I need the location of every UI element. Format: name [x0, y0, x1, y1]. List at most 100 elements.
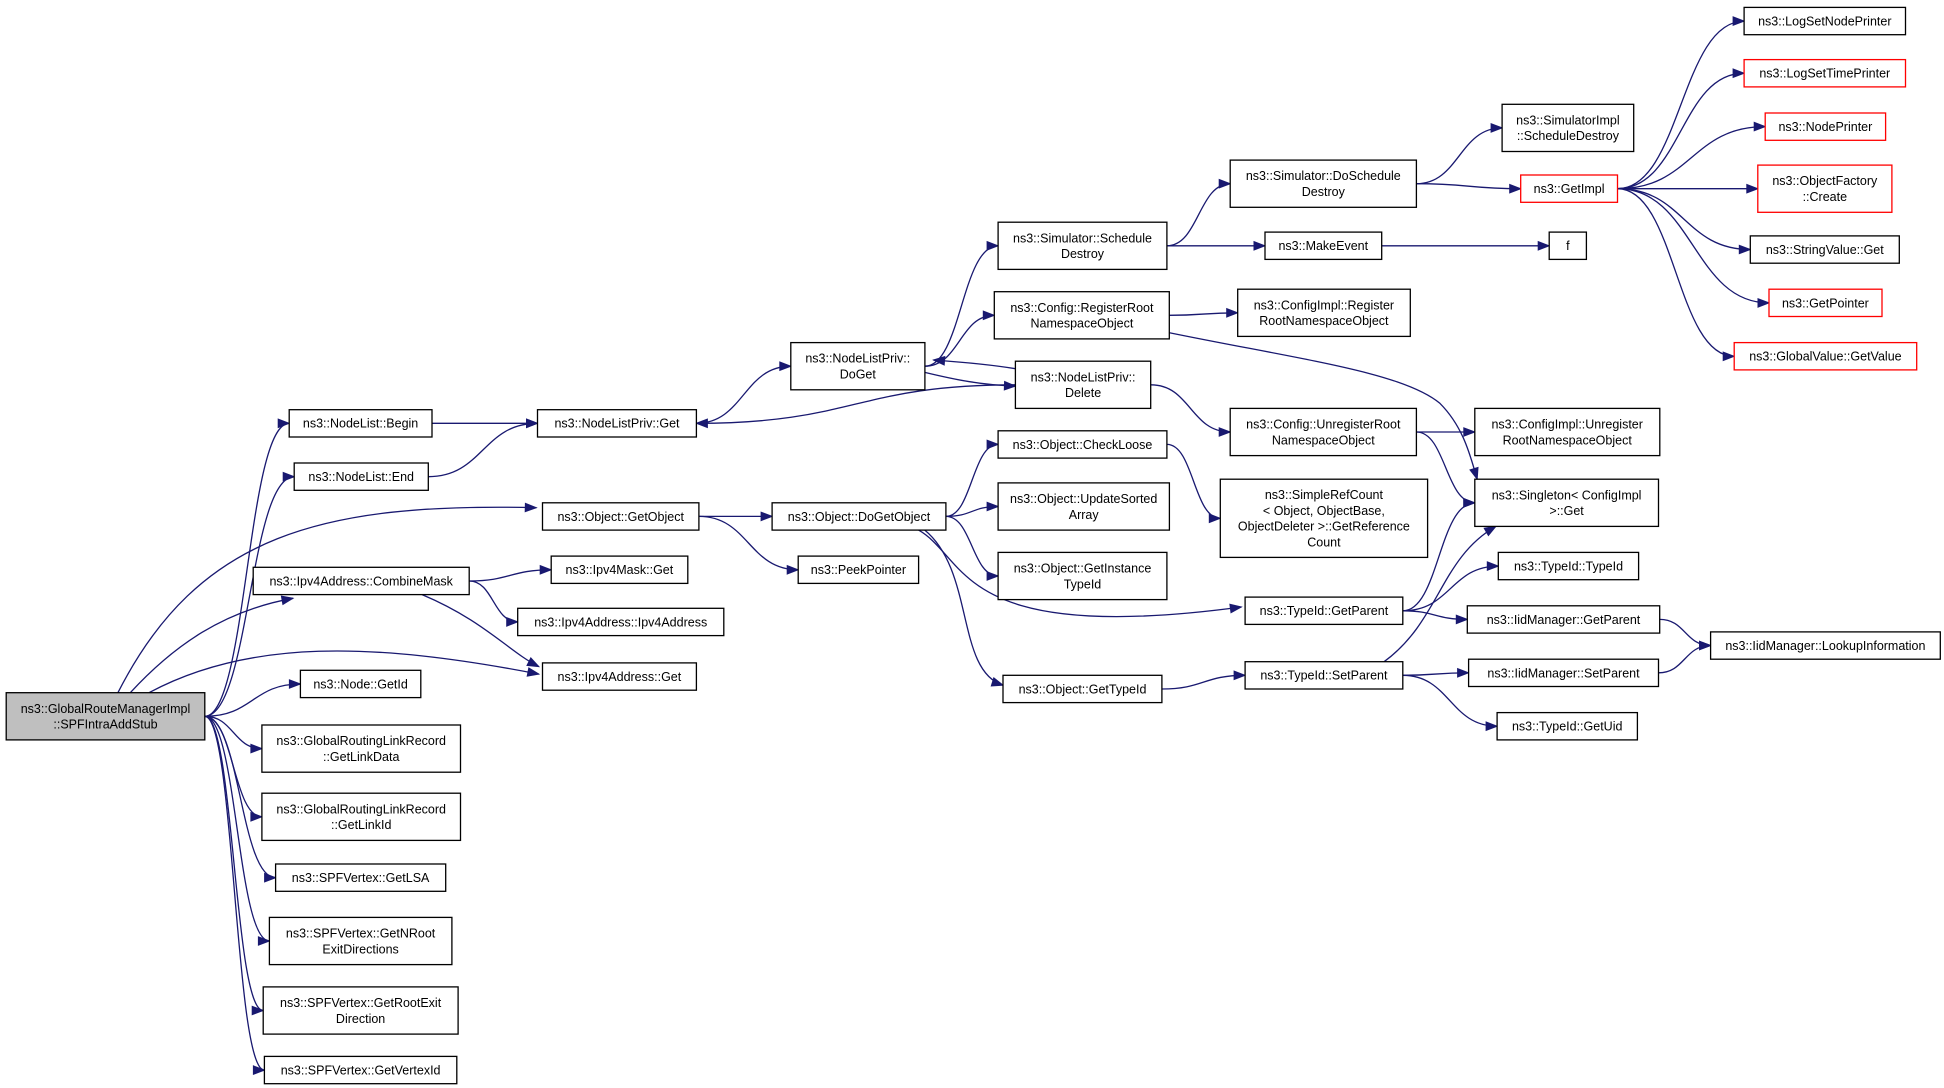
node-obj-gettypeid[interactable]: ns3::Object::GetTypeId [1002, 674, 1163, 704]
edge-nlp_doget-to-cfg_register_root [924, 310, 996, 367]
edge-make_event-to-f [1381, 240, 1551, 251]
edge-line [428, 422, 538, 478]
node-iid-lookup[interactable]: ns3::IidManager::LookupInformation [1709, 631, 1941, 660]
node-box [1743, 58, 1907, 88]
node-sim-schedule-destroy[interactable]: ns3::Simulator::ScheduleDestroy [997, 221, 1168, 271]
node-label-line: ::SPFIntraAddStub [53, 718, 157, 732]
node-get-pointer[interactable]: ns3::GetPointer [1768, 288, 1883, 318]
node-label-line: ns3::NodeListPriv::Get [554, 417, 680, 431]
edge-line [1617, 188, 1770, 304]
node-label-line: ::Create [1803, 190, 1848, 204]
node-ipv4addr-get[interactable]: ns3::Ipv4Address::Get [541, 662, 698, 691]
node-simple-ref-count[interactable]: ns3::SimpleRefCount< Object, ObjectBase,… [1219, 478, 1429, 559]
arrowhead [982, 310, 996, 321]
node-ipv4addr-ipv4addr[interactable]: ns3::Ipv4Address::Ipv4Address [517, 607, 725, 637]
edge-root-to-grlr_getlinkdata [204, 715, 264, 754]
node-nlp-delete[interactable]: ns3::NodeListPriv::Delete [1014, 360, 1152, 410]
node-log-set-time-printer[interactable]: ns3::LogSetTimePrinter [1743, 58, 1907, 88]
node-spf-getlsa[interactable]: ns3::SPFVertex::GetLSA [274, 863, 447, 892]
node-label-line: ns3::TypeId::GetParent [1260, 604, 1389, 618]
node-global-value-get[interactable]: ns3::GlobalValue::GetValue [1733, 341, 1918, 371]
node-object-factory-create[interactable]: ns3::ObjectFactory::Create [1757, 164, 1893, 213]
node-nl-begin[interactable]: ns3::NodeList::Begin [288, 409, 433, 438]
node-obj-checkloose[interactable]: ns3::Object::CheckLoose [997, 430, 1168, 459]
node-typeid-getparent[interactable]: ns3::TypeId::GetParent [1244, 596, 1404, 626]
node-label-line: ns3::SPFVertex::GetVertexId [281, 1064, 441, 1078]
node-nlp-get[interactable]: ns3::NodeListPriv::Get [536, 409, 698, 438]
node-label-line: Direction [336, 1012, 385, 1026]
edge-typeid_getparent-to-typeid_typeid [1402, 561, 1500, 612]
edge-ip_combinemask-to-ipv4addr_ipv4addr [469, 580, 520, 627]
node-typeid-typeid[interactable]: ns3::TypeId::TypeId [1497, 551, 1640, 581]
edge-obj_dogetobject-to-obj_gettypeid [924, 529, 1005, 687]
node-label-line: ns3::IidManager::GetParent [1487, 613, 1641, 627]
node-nlp-doget[interactable]: ns3::NodeListPriv::DoGet [790, 341, 926, 391]
arrowhead [257, 936, 271, 946]
node-box [790, 341, 926, 391]
arrowhead [252, 1065, 266, 1076]
node-cfgimpl-unregister[interactable]: ns3::ConfigImpl::UnregisterRootNamespace… [1474, 407, 1661, 457]
node-peek-pointer[interactable]: ns3::PeekPointer [797, 555, 920, 585]
node-label-line: f [1566, 239, 1570, 253]
arrowhead [288, 679, 302, 689]
node-typeid-getuid[interactable]: ns3::TypeId::GetUid [1496, 711, 1639, 741]
arrowhead [526, 667, 541, 677]
node-string-value-get[interactable]: ns3::StringValue::Get [1749, 235, 1900, 264]
node-simimpl-schedule-destroy[interactable]: ns3::SimulatorImpl::ScheduleDestroy [1501, 103, 1635, 153]
arrowhead [1722, 351, 1736, 362]
node-ipv4mask-get[interactable]: ns3::Ipv4Mask::Get [550, 555, 689, 585]
node-get-impl[interactable]: ns3::GetImpl [1520, 174, 1619, 203]
node-label-line: ns3::SimpleRefCount [1265, 488, 1384, 502]
arrowhead [280, 595, 295, 606]
node-box [261, 724, 462, 773]
node-label-line: ns3::ConfigImpl::Register [1254, 298, 1394, 312]
node-label-line: ns3::Object::GetInstance [1014, 562, 1152, 576]
node-cfg-unregister-root[interactable]: ns3::Config::UnregisterRootNamespaceObje… [1229, 407, 1418, 457]
node-spf-getvertexid[interactable]: ns3::SPFVertex::GetVertexId [263, 1055, 458, 1085]
node-box [268, 916, 453, 966]
node-nl-end[interactable]: ns3::NodeList::End [293, 462, 429, 491]
node-typeid-setparent[interactable]: ns3::TypeId::SetParent [1244, 661, 1404, 690]
edge-root-to-spf_getnroot [204, 715, 271, 946]
edge-root-to-ip_combinemask [129, 595, 295, 694]
node-label-line: Count [1307, 535, 1341, 549]
node-box [5, 692, 206, 741]
node-log-set-node-printer[interactable]: ns3::LogSetNodePrinter [1743, 6, 1907, 36]
node-singleton-get[interactable]: ns3::Singleton< ConfigImpl>::Get [1474, 478, 1660, 528]
node-f[interactable]: f [1548, 231, 1588, 261]
arrowhead [1732, 68, 1746, 79]
node-label-line: Destroy [1302, 185, 1346, 199]
node-box [536, 409, 698, 438]
node-make-event[interactable]: ns3::MakeEvent [1264, 231, 1383, 261]
edge-typeid_getparent-to-iid_getparent [1402, 610, 1469, 625]
node-obj-getobject[interactable]: ns3::Object::GetObject [541, 502, 700, 531]
node-label-line: ns3::GetImpl [1534, 182, 1605, 196]
arrowhead [1757, 297, 1771, 308]
node-grlr-getlinkid[interactable]: ns3::GlobalRoutingLinkRecord::GetLinkId [261, 792, 462, 842]
node-iid-getparent[interactable]: ns3::IidManager::GetParent [1466, 605, 1661, 634]
node-grlr-getlinkdata[interactable]: ns3::GlobalRoutingLinkRecord::GetLinkDat… [261, 724, 462, 773]
arrowhead [1218, 178, 1232, 189]
edge-get_impl-to-object_factory_create [1617, 183, 1760, 194]
arrowhead [1463, 427, 1477, 437]
node-label-line: ::ScheduleDestroy [1517, 129, 1620, 143]
node-label-line: ns3::StringValue::Get [1766, 243, 1884, 257]
node-ip-combinemask[interactable]: ns3::Ipv4Address::CombineMask [252, 566, 470, 596]
node-iid-setparent[interactable]: ns3::IidManager::SetParent [1467, 658, 1660, 688]
edge-obj_checkloose-to-simple_ref_count [1166, 443, 1222, 524]
arrowhead [986, 501, 1000, 512]
node-box [1229, 159, 1418, 208]
node-node-getid[interactable]: ns3::Node::GetId [299, 669, 422, 699]
node-label-line: ::GetLinkData [323, 750, 399, 764]
edge-line [696, 384, 1016, 424]
arrowhead [1732, 16, 1746, 27]
node-cfgimpl-register[interactable]: ns3::ConfigImpl::RegisterRootNamespaceOb… [1237, 288, 1411, 338]
node-obj-dogetobject[interactable]: ns3::Object::DoGetObject [771, 502, 947, 531]
node-node-printer[interactable]: ns3::NodePrinter [1764, 112, 1887, 141]
